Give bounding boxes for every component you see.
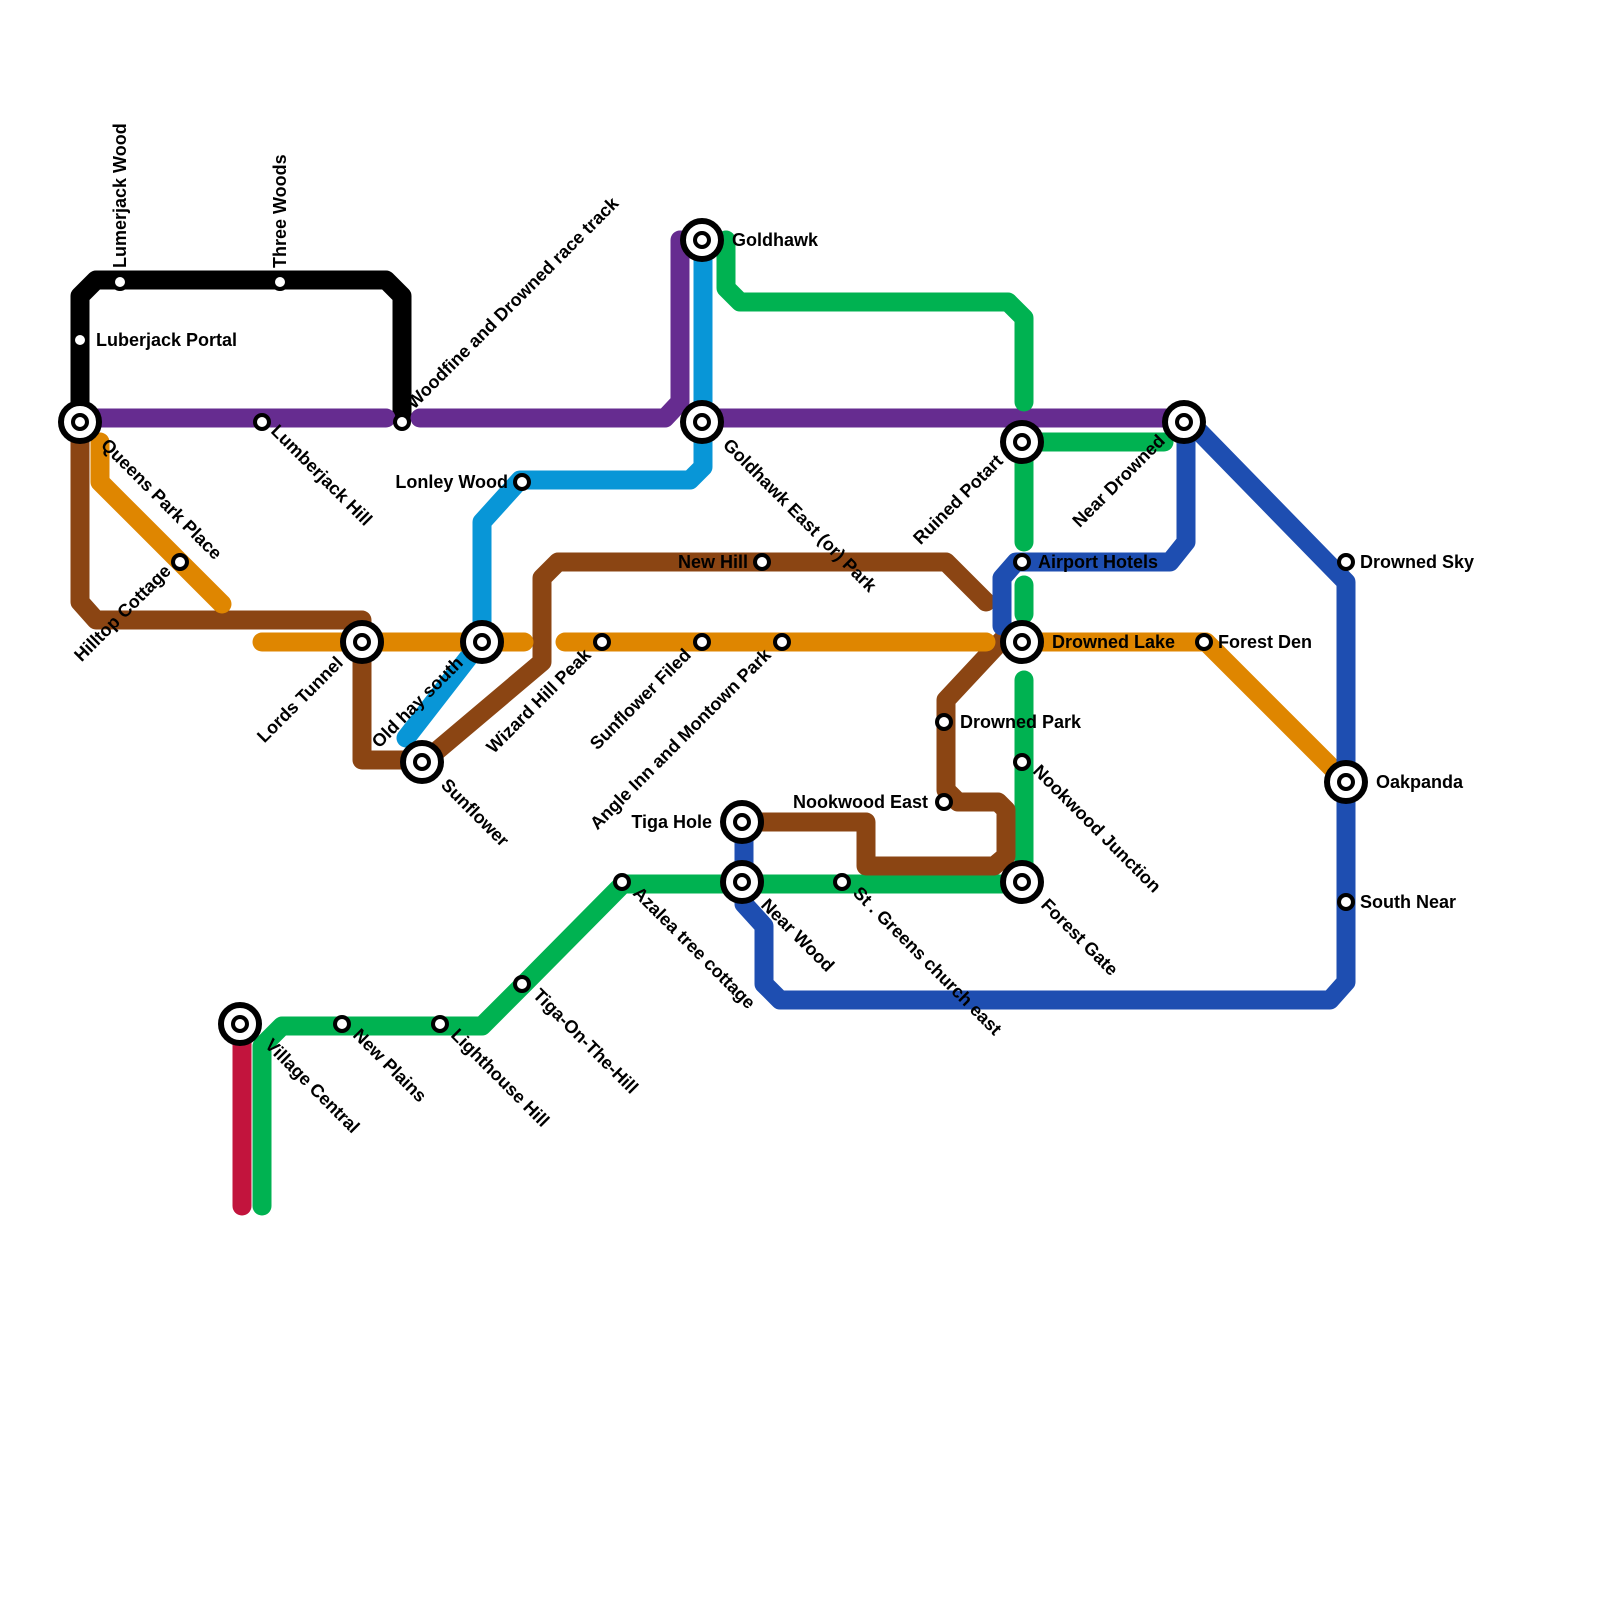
label-goldhawk-east: Goldhawk East (or) Park bbox=[719, 435, 881, 597]
station-drowned-sky[interactable] bbox=[1337, 553, 1355, 571]
label-woodfine: Woodfine and Drowned race track bbox=[403, 192, 623, 412]
label-tiga-hole: Tiga Hole bbox=[631, 812, 712, 832]
station-lumberjack-hill[interactable] bbox=[253, 413, 271, 431]
interchange-old-hay-south[interactable] bbox=[460, 620, 504, 664]
label-lords-tunnel: Lords Tunnel bbox=[253, 653, 347, 747]
station-forest-den[interactable] bbox=[1195, 633, 1213, 651]
station-sunflower-filed[interactable] bbox=[693, 633, 711, 651]
interchange-goldhawk-east[interactable] bbox=[680, 400, 724, 444]
label-lonley-wood: Lonley Wood bbox=[395, 472, 508, 492]
station-tiga-on-the-hill[interactable] bbox=[513, 975, 531, 993]
label-tiga-on-the-hill: Tiga-On-The-Hill bbox=[529, 985, 642, 1098]
station-hilltop-cottage[interactable] bbox=[171, 553, 189, 571]
label-new-plains: New Plains bbox=[349, 1025, 430, 1106]
station-new-hill[interactable] bbox=[753, 553, 771, 571]
label-forest-gate: Forest Gate bbox=[1037, 895, 1122, 980]
station-nookwood-east[interactable] bbox=[935, 793, 953, 811]
label-village-central: Village Central bbox=[261, 1035, 363, 1137]
station-angle-inn[interactable] bbox=[773, 633, 791, 651]
station-lonley-wood[interactable] bbox=[513, 473, 531, 491]
label-nookwood-east: Nookwood East bbox=[793, 792, 928, 812]
label-new-hill: New Hill bbox=[678, 552, 748, 572]
interchange-hilltop-junction[interactable] bbox=[58, 400, 102, 444]
label-goldhawk: Goldhawk bbox=[732, 230, 819, 250]
station-airport-hotels[interactable] bbox=[1013, 553, 1031, 571]
label-forest-den: Forest Den bbox=[1218, 632, 1312, 652]
station-woodfine[interactable] bbox=[393, 413, 411, 431]
interchange-ruined-potart[interactable] bbox=[1000, 420, 1044, 464]
station-st-greens[interactable] bbox=[833, 873, 851, 891]
label-drowned-park: Drowned Park bbox=[960, 712, 1082, 732]
interchange-goldhawk[interactable] bbox=[680, 218, 724, 262]
label-nookwood-junction: Nookwood Junction bbox=[1029, 761, 1165, 897]
label-drowned-sky: Drowned Sky bbox=[1360, 552, 1474, 572]
interchange-oakpanda[interactable] bbox=[1324, 760, 1368, 804]
interchange-village-central[interactable] bbox=[218, 1002, 262, 1046]
line-black[interactable] bbox=[70, 270, 412, 428]
line-orange[interactable] bbox=[90, 432, 1356, 792]
label-south-near: South Near bbox=[1360, 892, 1456, 912]
line-green[interactable] bbox=[252, 230, 1174, 1216]
label-luberjack-portal: Luberjack Portal bbox=[96, 330, 237, 350]
interchange-tiga-hole[interactable] bbox=[720, 800, 764, 844]
label-st-greens: St . Greens church east bbox=[849, 883, 1005, 1039]
interchange-drowned-lake[interactable] bbox=[1000, 620, 1044, 664]
label-lighthouse-hill: Lighthouse Hill bbox=[447, 1025, 553, 1131]
station-lighthouse-hill[interactable] bbox=[431, 1015, 449, 1033]
interchange-sunflower[interactable] bbox=[400, 740, 444, 784]
interchange-near-wood[interactable] bbox=[720, 860, 764, 904]
station-wizard-hill-peak[interactable] bbox=[593, 633, 611, 651]
label-drowned-lake: Drowned Lake bbox=[1052, 632, 1175, 652]
label-airport-hotels: Airport Hotels bbox=[1038, 552, 1158, 572]
label-oakpanda: Oakpanda bbox=[1376, 772, 1464, 792]
stations bbox=[58, 218, 1368, 1046]
station-azalea-tree-cottage[interactable] bbox=[613, 873, 631, 891]
line-blue[interactable] bbox=[734, 408, 1356, 1010]
interchange-forest-gate[interactable] bbox=[1000, 860, 1044, 904]
station-luberjack-portal[interactable] bbox=[71, 331, 89, 349]
station-nookwood-junction[interactable] bbox=[1013, 753, 1031, 771]
interchange-lords-tunnel[interactable] bbox=[340, 620, 384, 664]
station-new-plains[interactable] bbox=[333, 1015, 351, 1033]
station-lumerjack-wood[interactable] bbox=[111, 273, 129, 291]
label-three-woods: Three Woods bbox=[270, 154, 290, 268]
station-south-near[interactable] bbox=[1337, 893, 1355, 911]
label-lumberjack-hill: Lumberjack Hill bbox=[267, 421, 376, 530]
label-ruined-potart: Ruined Potart bbox=[909, 451, 1007, 549]
interchange-near-drowned[interactable] bbox=[1162, 400, 1206, 444]
station-three-woods[interactable] bbox=[271, 273, 289, 291]
label-lumerjack-wood: Lumerjack Wood bbox=[110, 123, 130, 268]
station-drowned-park[interactable] bbox=[935, 713, 953, 731]
label-sunflower: Sunflower bbox=[437, 775, 513, 851]
